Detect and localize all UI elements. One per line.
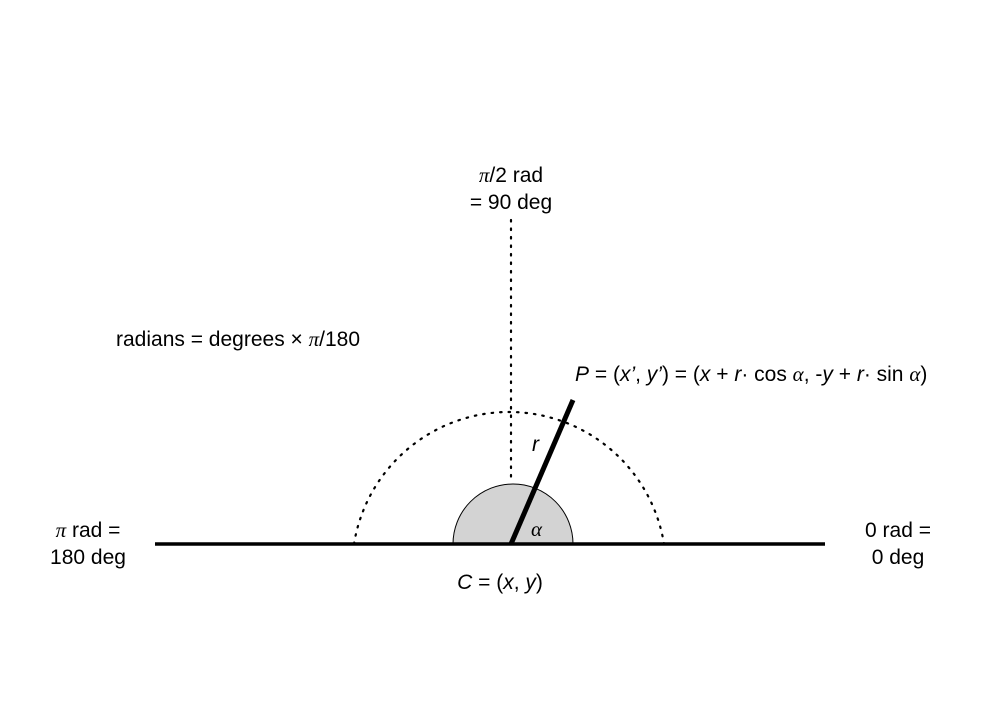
radius-label: r (532, 433, 539, 456)
angle-sector (452, 483, 574, 545)
formula-text: radians = degrees × (116, 328, 309, 351)
c-comma: , (513, 571, 526, 594)
y-var: y (525, 571, 536, 594)
p-plus1: + (710, 363, 735, 386)
r-var: r (856, 363, 864, 386)
c-symbol: C (457, 571, 473, 594)
left-label-line2: 180 deg (50, 546, 126, 569)
x-prime: x’ (619, 363, 636, 386)
p-sin: · sin (863, 363, 910, 386)
c-close: ) (535, 571, 543, 594)
point-p-formula: P = (x’, y’) = (x + r· cos α, -y + r· si… (575, 361, 927, 388)
left-label-line1: rad = (66, 519, 121, 542)
dotted-circle-arc (352, 410, 666, 546)
p-eq1: = ( (589, 363, 620, 386)
angle-alpha-label: α (531, 517, 543, 541)
pi-symbol: π (478, 163, 490, 187)
conversion-formula: radians = degrees × π/180 (116, 326, 360, 353)
p-sep: , - (803, 363, 823, 386)
pi-symbol: π (308, 327, 320, 351)
right-label-line2: 0 deg (871, 546, 925, 569)
top-label-line2: = 90 deg (469, 191, 553, 214)
right-label-line1: 0 rad = (865, 519, 931, 542)
alpha-symbol: α (792, 362, 804, 386)
p-plus2: + (832, 363, 857, 386)
center-point-label: C = (x, y) (457, 569, 543, 596)
p-close: ) (920, 363, 928, 386)
y-var: y (822, 363, 833, 386)
radius-segment (508, 399, 576, 545)
x-var: x (699, 363, 711, 386)
r-var: r (734, 363, 742, 386)
top-angle-label: π/2 rad = 90 deg (470, 162, 552, 216)
p-cos: · cos (741, 363, 793, 386)
p-symbol: P (575, 363, 590, 386)
top-label-line1: /2 rad (489, 164, 544, 187)
left-angle-label: π rad = 180 deg (50, 517, 126, 571)
p-eq2: ) = ( (661, 363, 700, 386)
formula-rest: /180 (319, 328, 361, 351)
pi-symbol: π (55, 518, 67, 542)
y-prime: y’ (646, 363, 662, 386)
p-comma1: , (635, 363, 647, 386)
x-var: x (503, 571, 514, 594)
right-angle-label: 0 rad = 0 deg (865, 517, 931, 571)
c-eq: = ( (472, 571, 504, 594)
alpha-symbol: α (909, 362, 921, 386)
